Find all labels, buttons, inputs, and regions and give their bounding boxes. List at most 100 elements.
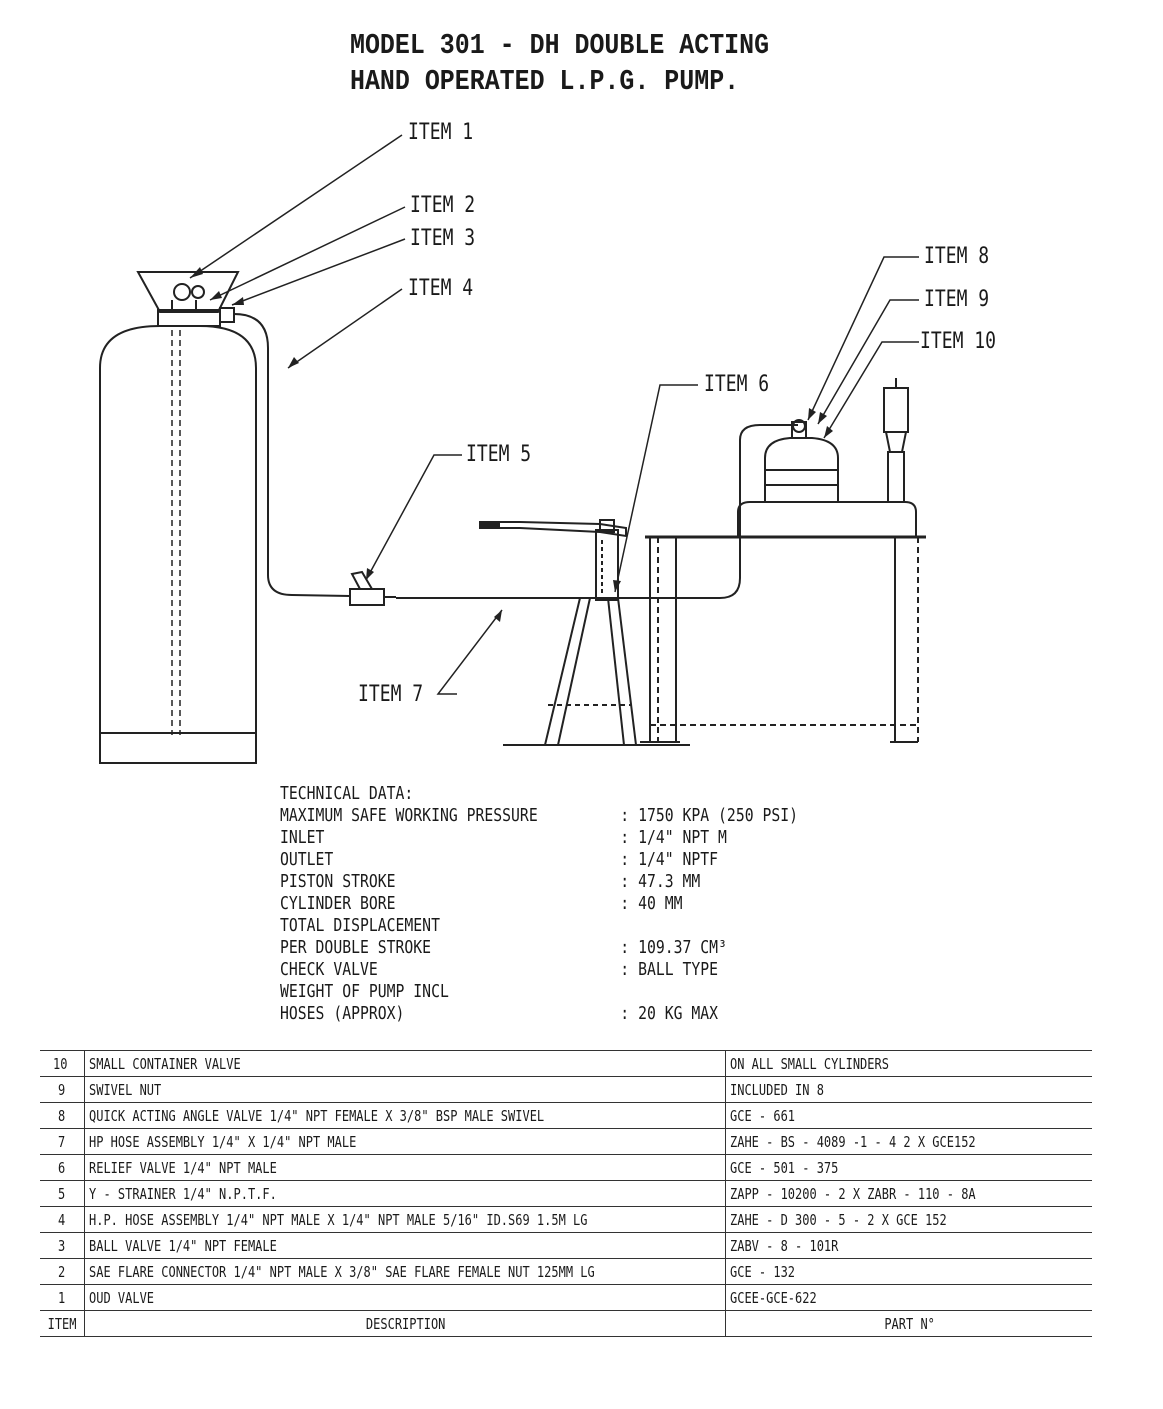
tech-row: OUTLET : 1/4" NPTF — [280, 849, 798, 871]
tech-label: PISTON STROKE — [280, 871, 396, 892]
bom-description: H.P. HOSE ASSEMBLY 1/4" NPT MALE X 1/4" … — [84, 1206, 727, 1233]
callout-item-8: ITEM 8 — [924, 244, 990, 269]
technical-data-heading: TECHNICAL DATA: — [280, 783, 414, 804]
tech-value: : 1750 KPA (250 PSI) — [620, 805, 799, 826]
bom-part-no: ZAHE - BS - 4089 -1 - 4 2 X GCE152 — [725, 1128, 1092, 1155]
bom-part-no: INCLUDED IN 8 — [725, 1076, 1092, 1103]
bom-item-no: 10 — [40, 1051, 86, 1077]
bom-header-item: ITEM — [40, 1310, 86, 1337]
pump-stand — [503, 597, 690, 746]
upright-valve-post — [883, 378, 909, 503]
tech-label: TOTAL DISPLACEMENT — [280, 915, 440, 936]
tech-row: WEIGHT OF PUMP INCL — [280, 981, 798, 1003]
lpg-cylinder — [99, 271, 257, 764]
hose-item-4 — [233, 313, 351, 597]
callout-item-2: ITEM 2 — [410, 193, 476, 218]
tech-value: : 1/4" NPTF — [620, 849, 719, 870]
tech-value: : 1/4" NPT M — [620, 827, 727, 848]
bom-part-no: GCE - 661 — [725, 1102, 1092, 1129]
bom-item-no: 2 — [40, 1258, 86, 1285]
tech-value: : 47.3 MM — [620, 871, 701, 892]
bom-description: RELIEF VALVE 1/4" NPT MALE — [84, 1154, 727, 1181]
bom-item-no: 6 — [40, 1154, 86, 1181]
bom-description: SMALL CONTAINER VALVE — [84, 1051, 727, 1077]
bom-part-no: GCE - 501 - 375 — [725, 1154, 1092, 1181]
tech-label: INLET — [280, 827, 325, 848]
hose-item-7 — [396, 424, 798, 599]
bom-header-description: DESCRIPTION — [84, 1310, 727, 1337]
bom-top-rule — [40, 1050, 1092, 1051]
bom-item-no: 9 — [40, 1076, 86, 1103]
tech-value: : 40 MM — [620, 893, 683, 914]
bom-description: OUD VALVE — [84, 1284, 727, 1311]
bom-item-no: 5 — [40, 1180, 86, 1207]
bom-part-no: ZAPP - 10200 - 2 X ZABR - 110 - 8A — [725, 1180, 1092, 1207]
bom-part-no: ZABV - 8 - 101R — [725, 1232, 1092, 1259]
bom-description: Y - STRAINER 1/4" N.P.T.F. — [84, 1180, 727, 1207]
tech-label: WEIGHT OF PUMP INCL — [280, 981, 449, 1002]
tech-label: CYLINDER BORE — [280, 893, 396, 914]
callout-item-10: ITEM 10 — [920, 329, 997, 354]
drawing-title: MODEL 301 - DH DOUBLE ACTING HAND OPERAT… — [350, 28, 769, 100]
tech-label: MAXIMUM SAFE WORKING PRESSURE — [280, 805, 538, 826]
tech-row: PISTON STROKE : 47.3 MM — [280, 871, 798, 893]
bom-header-part: PART N° — [725, 1310, 1092, 1337]
title-line-1: MODEL 301 - DH DOUBLE ACTING — [350, 29, 770, 62]
title-line-2: HAND OPERATED L.P.G. PUMP. — [350, 65, 740, 98]
bom-description: SAE FLARE CONNECTOR 1/4" NPT MALE X 3/8"… — [84, 1258, 727, 1285]
callout-item-6: ITEM 6 — [704, 372, 770, 397]
tech-row: INLET : 1/4" NPT M — [280, 827, 798, 849]
bom-description: QUICK ACTING ANGLE VALVE 1/4" NPT FEMALE… — [84, 1102, 727, 1129]
small-container — [737, 419, 917, 536]
callout-item-7: ITEM 7 — [358, 682, 424, 707]
tech-row: TOTAL DISPLACEMENT — [280, 915, 798, 937]
bom-part-no: GCEE-GCE-622 — [725, 1284, 1092, 1311]
callout-item-4: ITEM 4 — [408, 276, 474, 301]
bom-part-no: ZAHE - D 300 - 5 - 2 X GCE 152 — [725, 1206, 1092, 1233]
tech-row: PER DOUBLE STROKE : 109.37 CM³ — [280, 937, 798, 959]
tech-label: OUTLET — [280, 849, 334, 870]
callout-item-3: ITEM 3 — [410, 226, 476, 251]
tech-value: : BALL TYPE — [620, 959, 719, 980]
bom-item-no: 4 — [40, 1206, 86, 1233]
callout-item-1: ITEM 1 — [408, 120, 474, 145]
tech-row: CHECK VALVE : BALL TYPE — [280, 959, 798, 981]
tech-row: MAXIMUM SAFE WORKING PRESSURE : 1750 KPA … — [280, 805, 798, 827]
hand-pump — [479, 519, 627, 601]
bom-description: HP HOSE ASSEMBLY 1/4" X 1/4" NPT MALE — [84, 1128, 727, 1155]
tech-row: HOSES (APPROX) : 20 KG MAX — [280, 1003, 798, 1025]
tech-value: : 109.37 CM³ — [620, 937, 727, 958]
tech-row: CYLINDER BORE : 40 MM — [280, 893, 798, 915]
table — [640, 535, 926, 743]
bom-item-no: 1 — [40, 1284, 86, 1311]
tech-value: : 20 KG MAX — [620, 1003, 719, 1024]
y-strainer — [349, 570, 396, 606]
bom-item-no: 8 — [40, 1102, 86, 1129]
technical-data: TECHNICAL DATA: MAXIMUM SAFE WORKING PRE… — [280, 783, 798, 1025]
bom-item-no: 7 — [40, 1128, 86, 1155]
callout-item-9: ITEM 9 — [924, 287, 990, 312]
bom-part-no: ON ALL SMALL CYLINDERS — [725, 1051, 1092, 1077]
tech-label: HOSES (APPROX) — [280, 1003, 405, 1024]
bom-item-no: 3 — [40, 1232, 86, 1259]
bom-description: BALL VALVE 1/4" NPT FEMALE — [84, 1232, 727, 1259]
callout-item-5: ITEM 5 — [466, 442, 532, 467]
callout-leaders — [189, 134, 919, 695]
bom-part-no: GCE - 132 — [725, 1258, 1092, 1285]
tech-label: CHECK VALVE — [280, 959, 378, 980]
bom-description: SWIVEL NUT — [84, 1076, 727, 1103]
tech-label: PER DOUBLE STROKE — [280, 937, 432, 958]
